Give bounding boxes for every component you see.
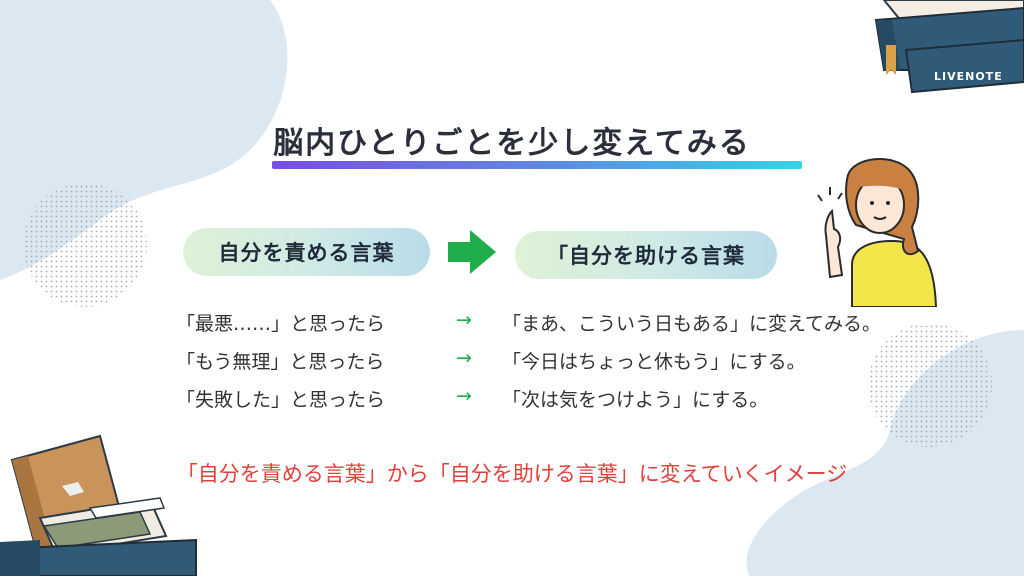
row-arrow: → — [456, 385, 472, 407]
row-arrow: → — [456, 347, 472, 369]
woman-pointing-illustration — [817, 157, 938, 307]
summary-text: 「自分を責める言葉」から「自分を助ける言葉」に変えていくイメージ — [176, 462, 848, 486]
row-arrow: → — [456, 309, 472, 331]
books-illustration-bottom — [0, 434, 197, 576]
row-result: 「今日はちょっと休もう」にする。 — [502, 351, 806, 373]
title-underline — [272, 161, 802, 169]
row-condition: 「最悪……」と思ったら — [176, 313, 386, 335]
self-help-words-pill: 「自分を助ける言葉 — [515, 231, 777, 279]
row-condition: 「もう無理」と思ったら — [176, 351, 385, 373]
row-condition: 「失敗した」と思ったら — [176, 389, 386, 411]
right-arrow-icon — [448, 230, 496, 274]
self-blame-words-pill: 自分を責める言葉 — [183, 228, 430, 276]
row-result: 「まあ、こういう日もある」に変えてみる。 — [502, 313, 882, 335]
books-illustration-top: LIVENOTE — [874, 0, 1024, 94]
row-result: 「次は気をつけよう」にする。 — [502, 389, 769, 411]
brand-label: LIVENOTE — [934, 70, 1003, 83]
slide-title: 脳内ひとりごとを少し変えてみる — [273, 126, 751, 161]
